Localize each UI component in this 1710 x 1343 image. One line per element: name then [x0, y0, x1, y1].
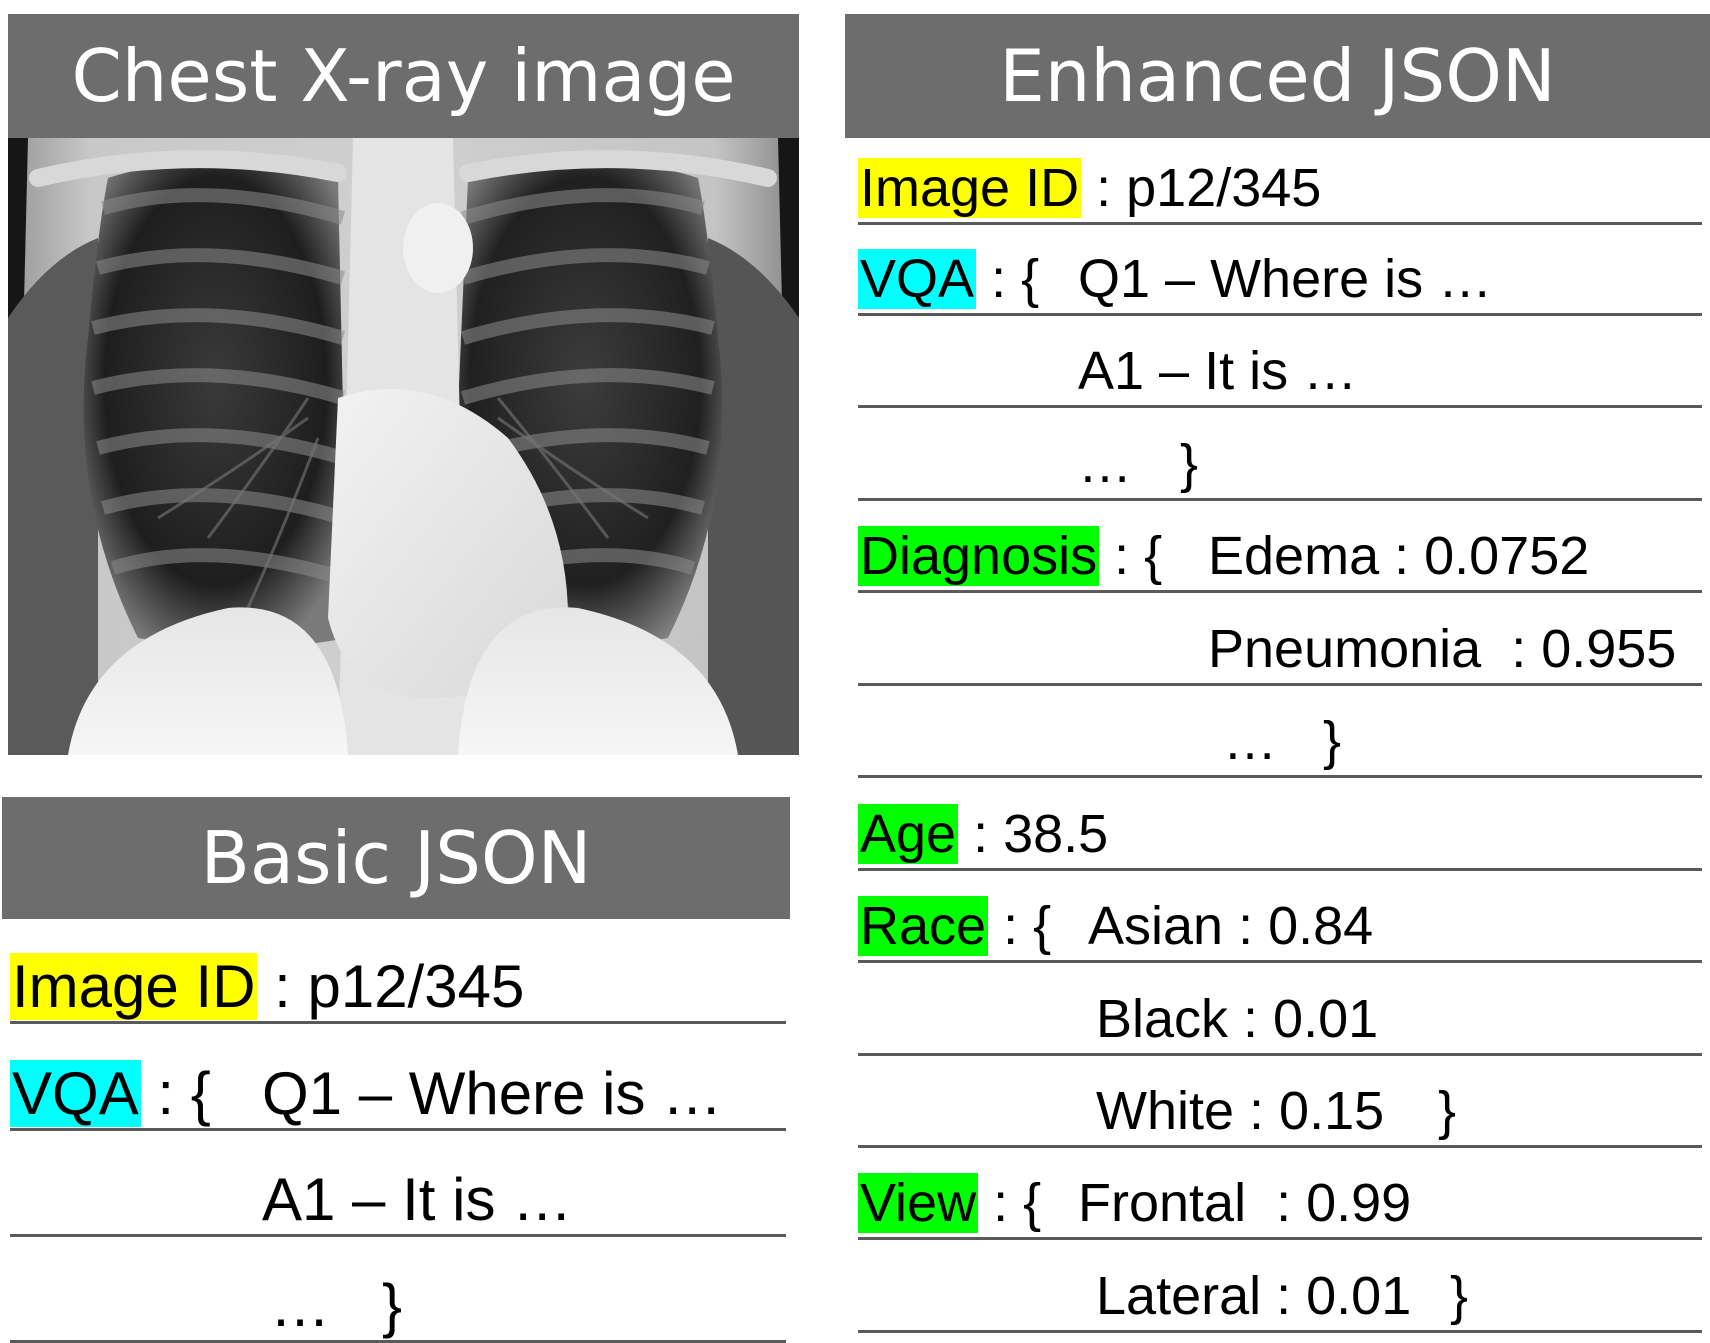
enhanced-vqa-open: : {: [991, 249, 1040, 309]
enhanced-vqa-key: VQA: [858, 249, 977, 309]
enhanced-race-key: Race: [858, 896, 989, 956]
basic-vqa-ellipsis: …: [270, 1272, 330, 1339]
xray-panel-title: Chest X-ray image: [8, 14, 799, 138]
enhanced-view-close-row: Lateral : 0.01 }: [858, 1246, 1702, 1333]
enhanced-diagnosis-open: : {: [1114, 526, 1163, 586]
enhanced-diagnosis-close: }: [1323, 711, 1342, 771]
basic-vqa-key: VQA: [10, 1060, 141, 1127]
enhanced-race-item: White : 0.15: [1096, 1081, 1385, 1141]
enhanced-image-id-key: Image ID: [858, 158, 1082, 218]
enhanced-image-id-value: : p12/345: [1096, 158, 1322, 218]
basic-json-title: Basic JSON: [2, 797, 790, 919]
basic-image-id-value: : p12/345: [274, 953, 525, 1020]
enhanced-race-item: Black : 0.01: [1096, 989, 1379, 1049]
enhanced-json-title: Enhanced JSON: [845, 14, 1710, 138]
enhanced-race-open: : {: [1003, 896, 1052, 956]
enhanced-vqa-row: VQA : { Q1 – Where is …: [858, 229, 1702, 316]
chest-xray-image: [8, 138, 799, 755]
enhanced-diagnosis-item-row: Pneumonia : 0.955: [858, 599, 1702, 686]
enhanced-diagnosis-item: Edema : 0.0752: [1208, 526, 1590, 586]
enhanced-vqa-close-row: … }: [858, 414, 1702, 501]
basic-image-id-row: Image ID : p12/345: [10, 917, 786, 1024]
basic-image-id-key: Image ID: [10, 953, 258, 1020]
enhanced-vqa-ellipsis: …: [1078, 434, 1132, 494]
enhanced-age-row: Age : 38.5: [858, 784, 1702, 871]
enhanced-race-close-row: White : 0.15 }: [858, 1061, 1702, 1148]
enhanced-diagnosis-ellipsis: …: [1223, 711, 1277, 771]
basic-vqa-a1: A1 – It is …: [262, 1166, 573, 1233]
enhanced-diagnosis-close-row: … }: [858, 691, 1702, 778]
enhanced-race-row: Race : { Asian : 0.84: [858, 876, 1702, 963]
basic-vqa-open: : {: [157, 1060, 211, 1127]
basic-vqa-close: }: [382, 1272, 403, 1339]
enhanced-vqa-a1: A1 – It is …: [1078, 341, 1358, 401]
enhanced-diagnosis-row: Diagnosis : { Edema : 0.0752: [858, 506, 1702, 593]
enhanced-diagnosis-item: Pneumonia : 0.955: [1208, 619, 1677, 679]
enhanced-race-item: Asian : 0.84: [1088, 896, 1374, 956]
enhanced-race-close: }: [1438, 1081, 1457, 1141]
enhanced-vqa-a1-row: A1 – It is …: [858, 321, 1702, 408]
enhanced-view-close: }: [1450, 1266, 1469, 1326]
basic-vqa-close-row: … }: [10, 1236, 786, 1343]
enhanced-vqa-close: }: [1180, 434, 1199, 494]
enhanced-view-row: View : { Frontal : 0.99: [858, 1153, 1702, 1240]
enhanced-age-key: Age: [858, 804, 959, 864]
enhanced-view-item: Frontal : 0.99: [1078, 1173, 1412, 1233]
enhanced-vqa-q1: Q1 – Where is …: [1078, 249, 1493, 309]
enhanced-image-id-row: Image ID : p12/345: [858, 138, 1702, 225]
basic-vqa-q1: Q1 – Where is …: [262, 1060, 723, 1127]
enhanced-diagnosis-key: Diagnosis: [858, 526, 1100, 586]
enhanced-age-value: : 38.5: [973, 804, 1109, 864]
enhanced-view-item: Lateral : 0.01: [1096, 1266, 1412, 1326]
enhanced-view-open: : {: [993, 1173, 1042, 1233]
basic-vqa-a1-row: A1 – It is …: [10, 1130, 786, 1237]
enhanced-race-item-row: Black : 0.01: [858, 969, 1702, 1056]
basic-vqa-row: VQA : { Q1 – Where is …: [10, 1024, 786, 1131]
enhanced-view-key: View: [858, 1173, 979, 1233]
